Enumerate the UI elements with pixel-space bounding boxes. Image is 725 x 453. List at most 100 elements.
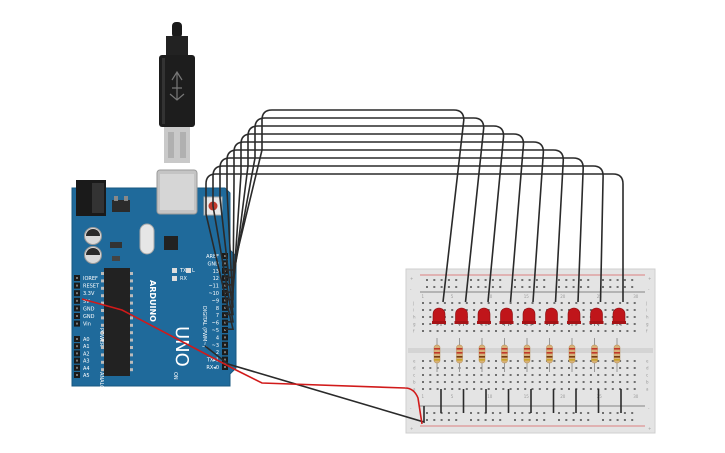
rail-hole[interactable] [521,412,524,414]
breadboard-hole[interactable] [589,302,592,304]
breadboard-hole[interactable] [538,360,541,362]
breadboard-hole[interactable] [568,367,570,369]
rail-hole[interactable] [572,286,575,288]
rail-hole[interactable] [491,412,494,414]
rail-hole[interactable] [447,286,450,288]
breadboard-hole[interactable] [546,374,549,376]
breadboard-hole[interactable] [422,374,424,376]
breadboard-hole[interactable] [560,360,563,362]
breadboard-hole[interactable] [626,330,629,332]
breadboard-hole[interactable] [546,330,549,332]
rail-hole[interactable] [455,279,458,281]
breadboard-hole[interactable] [473,367,476,369]
rail-hole[interactable] [470,412,472,414]
rail-hole[interactable] [433,412,436,414]
rail-hole[interactable] [609,419,612,421]
rail-hole[interactable] [514,286,516,288]
rail-hole[interactable] [499,286,502,288]
led[interactable] [522,307,536,323]
breadboard-hole[interactable] [516,360,519,362]
breadboard-hole[interactable] [473,388,476,390]
rail-hole[interactable] [558,412,560,414]
breadboard-hole[interactable] [516,302,519,304]
breadboard-hole[interactable] [538,323,541,325]
breadboard-hole[interactable] [604,360,607,362]
breadboard-hole[interactable] [597,330,600,332]
rail-hole[interactable] [623,279,626,281]
rail-hole[interactable] [440,419,443,421]
breadboard-hole[interactable] [560,374,563,376]
breadboard-hole[interactable] [597,367,600,369]
breadboard-hole[interactable] [531,367,534,369]
breadboard-hole[interactable] [611,302,614,304]
breadboard-hole[interactable] [451,367,454,369]
breadboard-hole[interactable] [516,309,519,311]
rail-hole[interactable] [491,419,494,421]
rail-hole[interactable] [579,419,582,421]
breadboard-hole[interactable] [465,360,468,362]
breadboard-hole[interactable] [560,330,563,332]
breadboard-hole[interactable] [451,360,454,362]
breadboard-hole[interactable] [626,360,629,362]
led[interactable] [567,307,581,323]
breadboard-hole[interactable] [604,367,607,369]
breadboard-hole[interactable] [568,374,570,376]
breadboard-hole[interactable] [538,374,541,376]
breadboard-hole[interactable] [465,309,468,311]
breadboard-hole[interactable] [458,302,461,304]
breadboard-hole[interactable] [429,381,432,383]
breadboard-hole[interactable] [568,302,570,304]
rail-hole[interactable] [543,419,546,421]
rail-hole[interactable] [484,286,487,288]
breadboard-hole[interactable] [626,323,629,325]
breadboard-hole[interactable] [436,330,439,332]
led[interactable] [477,307,491,323]
breadboard-hole[interactable] [611,309,614,311]
breadboard-hole[interactable] [589,388,592,390]
breadboard-hole[interactable] [495,388,497,390]
rail-hole[interactable] [426,286,428,288]
breadboard-hole[interactable] [582,302,585,304]
breadboard-hole[interactable] [582,316,585,318]
breadboard-hole[interactable] [604,323,607,325]
breadboard-hole[interactable] [480,381,483,383]
rail-hole[interactable] [514,419,516,421]
breadboard-hole[interactable] [502,302,505,304]
rail-hole[interactable] [477,412,480,414]
breadboard-hole[interactable] [422,302,424,304]
rail-hole[interactable] [535,286,538,288]
rail-hole[interactable] [514,412,516,414]
rail-hole[interactable] [543,279,546,281]
breadboard-hole[interactable] [502,374,505,376]
rail-hole[interactable] [572,279,575,281]
rail-hole[interactable] [521,279,524,281]
rail-hole[interactable] [565,419,568,421]
breadboard-hole[interactable] [626,367,629,369]
breadboard-hole[interactable] [509,302,512,304]
breadboard-hole[interactable] [633,316,636,318]
breadboard-hole[interactable] [560,316,563,318]
breadboard-hole[interactable] [611,330,614,332]
breadboard-hole[interactable] [568,381,570,383]
rail-hole[interactable] [543,412,546,414]
rail-hole[interactable] [602,412,604,414]
rail-hole[interactable] [528,419,531,421]
breadboard-hole[interactable] [487,302,490,304]
rail-hole[interactable] [558,419,560,421]
breadboard-hole[interactable] [516,330,519,332]
breadboard-hole[interactable] [451,374,454,376]
breadboard-hole[interactable] [582,367,585,369]
breadboard-hole[interactable] [538,381,541,383]
breadboard-hole[interactable] [589,360,592,362]
breadboard-hole[interactable] [546,302,549,304]
rail-hole[interactable] [623,412,626,414]
rail-hole[interactable] [455,286,458,288]
breadboard-hole[interactable] [546,367,549,369]
breadboard-hole[interactable] [436,381,439,383]
rail-hole[interactable] [616,279,619,281]
breadboard-hole[interactable] [604,316,607,318]
breadboard-hole[interactable] [495,316,497,318]
breadboard-hole[interactable] [422,388,424,390]
breadboard-hole[interactable] [443,302,446,304]
breadboard-hole[interactable] [465,388,468,390]
